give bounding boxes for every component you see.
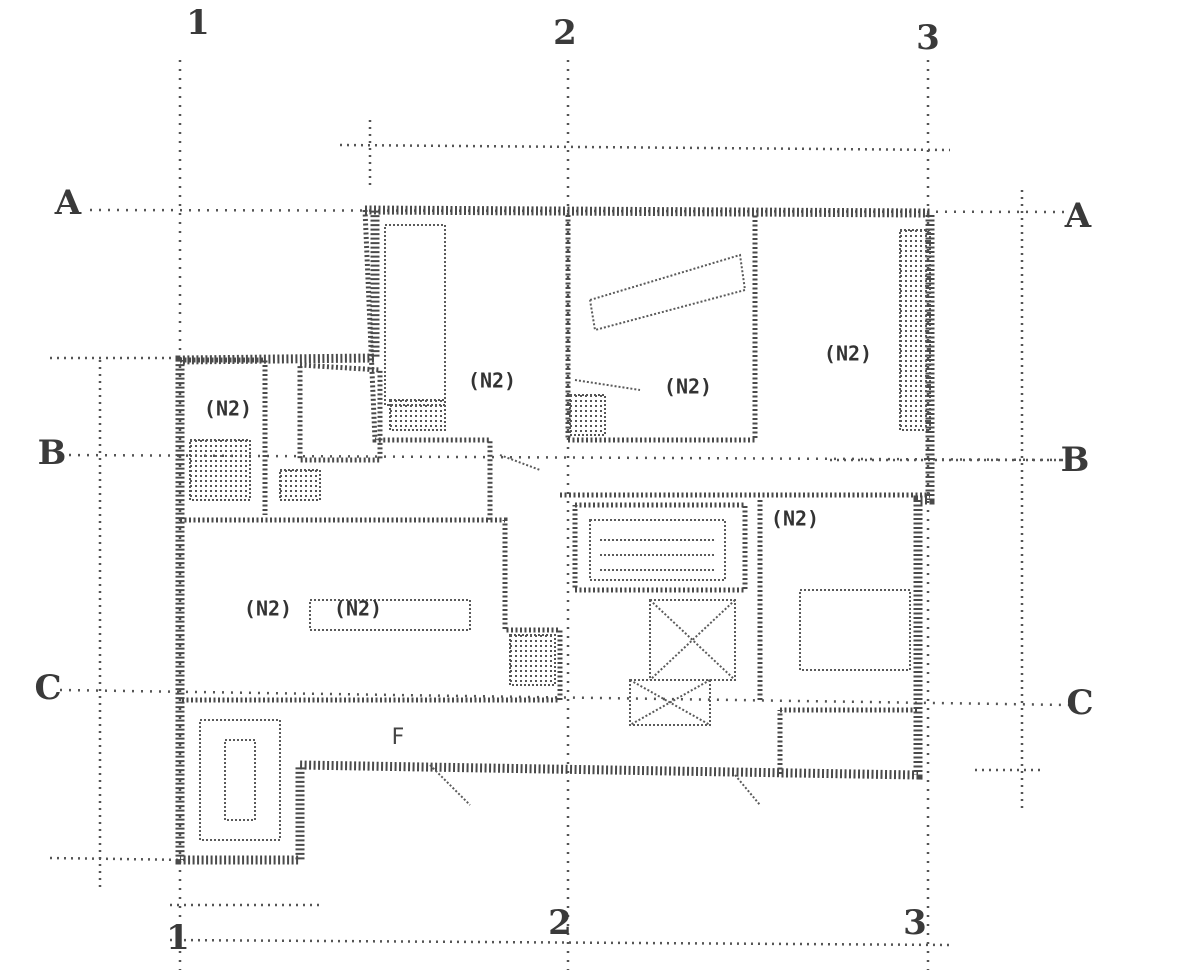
axis-label-right-c: C (1066, 683, 1093, 723)
room-label-6: (N2) (771, 507, 819, 531)
axis-label-top-1: 1 (186, 3, 210, 43)
stair-left-inner (224, 739, 256, 821)
wall-upper-mid-room (565, 215, 758, 443)
elevator-cross-1 (649, 599, 736, 681)
grid-line-c (59, 688, 1071, 707)
elevator-cross-2 (649, 599, 736, 681)
room-label-4: (N2) (824, 342, 872, 366)
grid-line-b (59, 453, 1071, 462)
hatched-column-6 (389, 399, 446, 431)
wall-living-room (180, 517, 563, 703)
wall-upper-left-room (362, 209, 493, 520)
wall-outline (175, 205, 935, 865)
axis-label-bottom-3: 3 (903, 903, 927, 943)
hatched-column-3 (189, 439, 251, 501)
lift-box (629, 679, 711, 726)
grid-lines (59, 60, 1071, 970)
stair-block (589, 519, 726, 581)
stairs-and-fixtures (189, 224, 931, 841)
room-label-5: (N2) (244, 597, 292, 621)
axis-label-right-a: A (1064, 196, 1092, 236)
wall-inner-room (297, 362, 383, 463)
axis-label-top-3: 3 (916, 18, 940, 58)
dimension-lines (49, 120, 1070, 947)
doors (429, 379, 761, 806)
room-labels: (N2) (N2) (N2) (N2) (N2) (N2) (N2) F (204, 342, 872, 751)
hatched-column-2 (569, 394, 606, 436)
axis-labels: 1 2 3 1 2 3 A B C A B C (34, 3, 1093, 958)
axis-label-left-b: B (38, 433, 67, 473)
axis-label-top-2: 2 (553, 13, 577, 53)
door-swing-1 (429, 764, 471, 806)
door-swing-2 (734, 774, 761, 806)
axis-label-left-c: C (34, 668, 61, 708)
wall-small-room (777, 707, 921, 778)
closet-upper-left (384, 224, 446, 406)
axis-label-left-a: A (54, 183, 82, 223)
counter-right (799, 589, 911, 671)
counter-bar (309, 599, 471, 631)
door-swing-3 (574, 379, 641, 391)
hatched-column-1 (509, 634, 556, 686)
walls (175, 205, 935, 865)
room-label-7: (N2) (334, 597, 382, 621)
axis-label-right-b: B (1061, 440, 1090, 480)
lift-cross-2 (629, 679, 711, 726)
room-label-3: (N2) (664, 375, 712, 399)
door-swing-4 (499, 454, 541, 471)
wall-left-room (180, 357, 268, 515)
misc-mark: F (392, 725, 405, 750)
dimension-top (339, 143, 951, 152)
room-label-2: (N2) (468, 369, 516, 393)
axis-label-bottom-2: 2 (548, 903, 572, 943)
stair-left (199, 719, 281, 841)
room-label-1: (N2) (204, 397, 252, 421)
hatched-column-5 (899, 229, 931, 431)
ramp-upper (589, 253, 747, 332)
dimension-left-bottom (49, 856, 191, 862)
wall-stair-box (572, 502, 748, 593)
hatched-column-4 (279, 469, 321, 501)
grid-line-a (89, 208, 1071, 214)
elevator-shaft (649, 599, 736, 681)
axis-label-bottom-1: 1 (166, 918, 190, 958)
